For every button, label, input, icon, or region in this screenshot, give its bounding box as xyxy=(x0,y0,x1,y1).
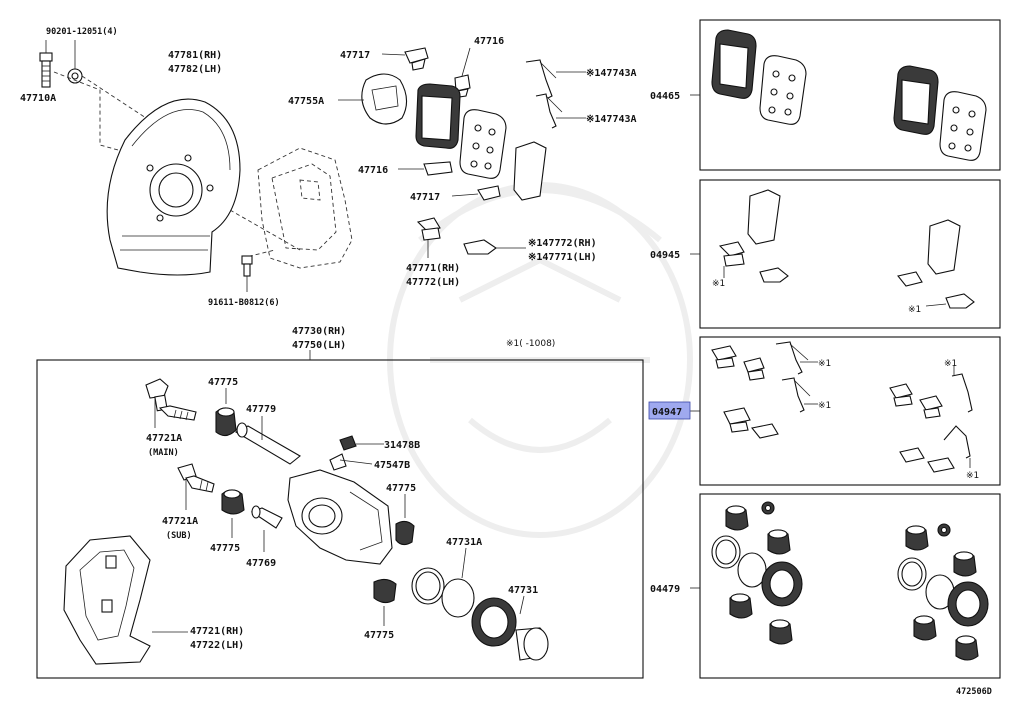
top-middle-pads xyxy=(338,47,586,258)
label-shield-lh: 47782(LH) xyxy=(168,64,222,75)
part-labels: 90201-12051(4) 47781(RH) 47782(LH) 47710… xyxy=(20,27,992,697)
label-boot-a: 47775 xyxy=(208,377,238,388)
label-mark-4: ※1 xyxy=(818,401,831,411)
label-mark-2: ※1 xyxy=(908,305,921,315)
label-kit-seals: 04479 xyxy=(650,584,680,595)
label-bolt-bottom: 91611-B0812(6) xyxy=(208,298,280,308)
label-anti-squeal: 47755A xyxy=(288,96,324,107)
label-note: ※1( -1008) xyxy=(506,339,555,349)
label-clip-rh: ※147772(RH) xyxy=(528,238,597,249)
label-bolt-sub: 47721A xyxy=(162,516,198,527)
label-mark-1: ※1 xyxy=(712,279,725,289)
label-mark-6: ※1 xyxy=(966,471,979,481)
label-mark-3: ※1 xyxy=(818,359,831,369)
label-spring-b: ※147743A xyxy=(586,114,637,125)
label-bracket-lh: 47722(LH) xyxy=(190,640,244,651)
label-bracket-rh: 47721(RH) xyxy=(190,626,244,637)
label-assembly-lh: 47750(LH) xyxy=(292,340,346,351)
label-seal: 47731A xyxy=(446,537,482,548)
label-bolt-sub-sub: (SUB) xyxy=(166,531,192,541)
kit-box-seals xyxy=(690,493,1001,679)
label-boot-d: 47775 xyxy=(364,630,394,641)
top-left-assembly xyxy=(39,40,353,292)
highlight-04947 xyxy=(648,401,691,420)
label-shim-c: 47716 xyxy=(358,165,388,176)
caliper-assembly-box xyxy=(36,350,644,679)
label-shim-d: 47717 xyxy=(410,192,440,203)
label-shim-b: 47716 xyxy=(474,36,504,47)
label-spring-a: ※147743A xyxy=(586,68,637,79)
label-bolt-main-sub: (MAIN) xyxy=(148,448,179,458)
label-pin: 47779 xyxy=(246,404,276,415)
label-figure-id: 472506D xyxy=(956,687,992,697)
label-piston: 47731 xyxy=(508,585,538,596)
label-clip-lh: ※147771(LH) xyxy=(528,252,597,263)
label-boot-b: 47775 xyxy=(386,483,416,494)
kit-box-pads xyxy=(690,19,1001,171)
label-shield-rh: 47781(RH) xyxy=(168,50,222,61)
label-mark-5: ※1 xyxy=(944,359,957,369)
label-cap: 31478B xyxy=(384,440,420,451)
label-bolt-main: 47721A xyxy=(146,433,182,444)
label-kit-fitting: 04947 xyxy=(652,407,682,418)
label-pin-b: 47769 xyxy=(246,558,276,569)
label-caliper-lh-a: 47772(LH) xyxy=(406,277,460,288)
kit-box-fitting xyxy=(648,336,1001,486)
label-kit-shims: 04945 xyxy=(650,250,680,261)
label-bleeder: 47547B xyxy=(374,460,410,471)
label-caliper-rh-a: 47771(RH) xyxy=(406,263,460,274)
label-assembly-rh: 47730(RH) xyxy=(292,326,346,337)
kit-box-shims xyxy=(690,179,1001,329)
label-bolt-top: 90201-12051(4) xyxy=(46,27,118,37)
label-shim-a: 47717 xyxy=(340,50,370,61)
label-boot-c: 47775 xyxy=(210,543,240,554)
label-kit-pads: 04465 xyxy=(650,91,680,102)
label-bolt-left: 47710A xyxy=(20,93,56,104)
